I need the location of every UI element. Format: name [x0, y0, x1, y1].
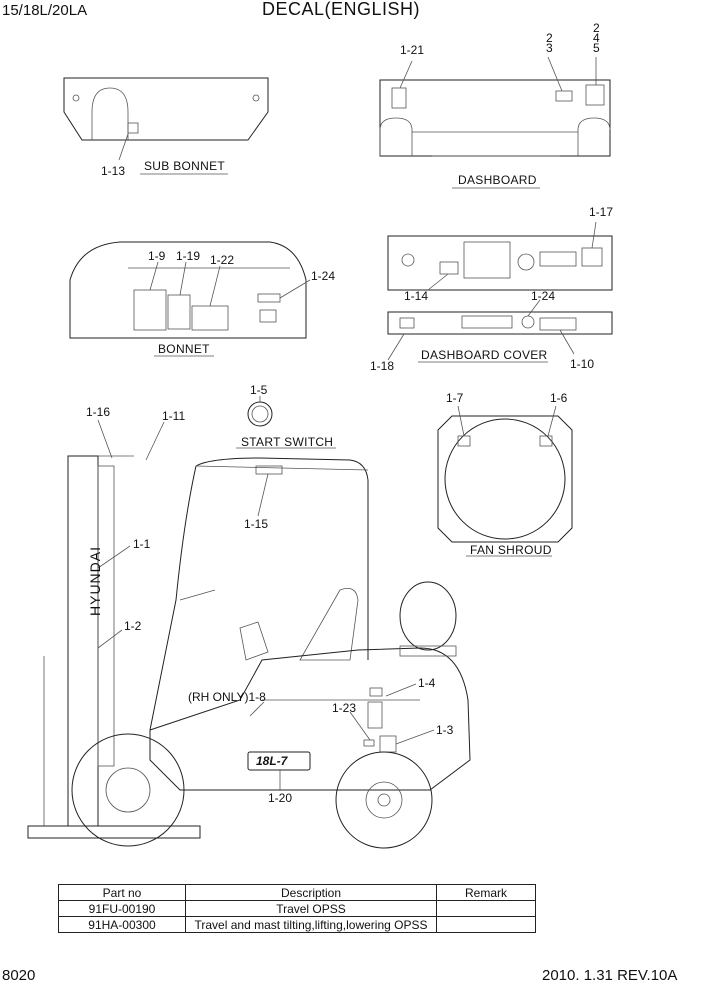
fan-shroud-label: FAN SHROUD	[470, 543, 552, 557]
callout-3: 3	[546, 41, 553, 55]
start-switch-label: START SWITCH	[241, 435, 334, 449]
callout-1-6: 1-6	[550, 391, 568, 405]
dashboard-drawing	[379, 56, 611, 189]
dashboard-label: DASHBOARD	[458, 173, 537, 187]
callout-1-24a: 1-24	[311, 269, 336, 283]
mast-brand-decal: HYUNDAI	[87, 545, 104, 617]
fan-shroud-drawing	[437, 405, 573, 557]
page-number: 8020	[2, 967, 36, 984]
callout-2b: 2	[593, 21, 600, 35]
table-row: 91FU-00190 Travel OPSS	[58, 900, 536, 917]
dashboard-cover-drawing	[387, 221, 613, 363]
bonnet-label: BONNET	[158, 342, 210, 356]
table-row: 91HA-00300 Travel and mast tilting,lifti…	[58, 916, 536, 933]
callout-1-9: 1-9	[148, 249, 166, 263]
model-code: 15/18L/20LA	[2, 2, 88, 19]
callout-1-8: (RH ONLY)1-8	[188, 690, 266, 704]
callout-2: 2	[546, 31, 553, 45]
callout-1-11: 1-11	[162, 409, 186, 423]
page-title: DECAL(ENGLISH)	[262, 0, 421, 19]
callout-1-14: 1-14	[404, 289, 429, 303]
parts-table-header: Part no Description Remark	[58, 884, 536, 901]
remark-cell	[436, 916, 536, 933]
callout-1-16: 1-16	[86, 405, 111, 419]
callout-1-1: 1-1	[133, 537, 151, 551]
sub-bonnet-label: SUB BONNET	[144, 159, 226, 173]
callout-1-7: 1-7	[446, 391, 464, 405]
callout-1-5: 1-5	[250, 383, 268, 397]
callout-1-15: 1-15	[244, 517, 269, 531]
forklift-drawing	[27, 419, 471, 849]
start-switch-drawing	[236, 396, 336, 449]
callout-1-18: 1-18	[370, 359, 395, 373]
header-description: Description	[185, 884, 437, 901]
sub-bonnet-drawing	[63, 77, 269, 175]
description-cell: Travel OPSS	[185, 900, 437, 917]
callout-1-10: 1-10	[570, 357, 595, 371]
bonnet-drawing	[69, 241, 311, 357]
header-remark: Remark	[436, 884, 536, 901]
dashboard-cover-label: DASHBOARD COVER	[421, 348, 548, 362]
callout-1-20: 1-20	[268, 791, 293, 805]
callout-1-13: 1-13	[101, 164, 126, 178]
callout-1-24b: 1-24	[531, 289, 556, 303]
callout-1-3: 1-3	[436, 723, 454, 737]
part-no-cell: 91FU-00190	[58, 900, 186, 917]
revision-date: 2010. 1.31 REV.10A	[542, 967, 678, 984]
callout-1-21: 1-21	[400, 43, 425, 57]
header-part-no: Part no	[58, 884, 186, 901]
remark-cell	[436, 900, 536, 917]
description-cell: Travel and mast tilting,lifting,lowering…	[185, 916, 437, 933]
callout-1-19: 1-19	[176, 249, 201, 263]
callout-1-4: 1-4	[418, 676, 436, 690]
callout-1-22: 1-22	[210, 253, 235, 267]
parts-table: Part no Description Remark 91FU-00190 Tr…	[58, 884, 536, 933]
callout-1-23: 1-23	[332, 701, 357, 715]
callout-5: 5	[593, 41, 600, 55]
callout-4: 4	[593, 31, 600, 45]
callout-1-2: 1-2	[124, 619, 142, 633]
model-plate-decal: 18L-7	[256, 754, 288, 768]
part-no-cell: 91HA-00300	[58, 916, 186, 933]
callout-1-17: 1-17	[589, 205, 614, 219]
